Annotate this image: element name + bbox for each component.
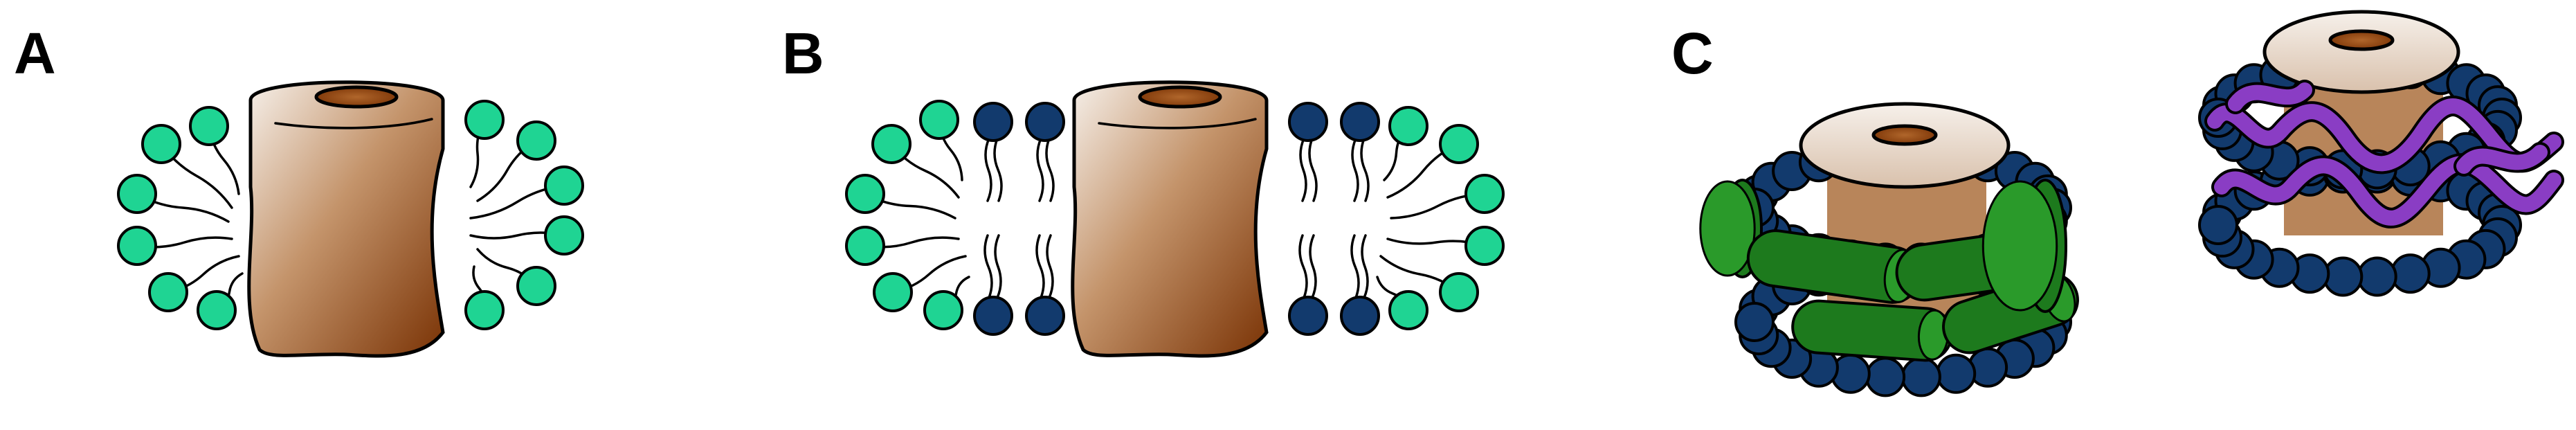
membrane-protein: [247, 80, 445, 358]
helix-end: [1981, 180, 2058, 312]
blue-headgroup: [2390, 253, 2431, 294]
blue-headgroup: [1936, 353, 1977, 394]
blue-headgroup: [1340, 296, 1380, 336]
green-headgroup: [1464, 226, 1505, 266]
panel-label-a: A: [14, 21, 56, 86]
blue-headgroup: [1025, 102, 1065, 142]
green-headgroup: [1439, 124, 1479, 164]
hydrophobic-tail: [1299, 137, 1307, 202]
blue-headgroup: [1734, 302, 1775, 342]
hydrophobic-tail: [1298, 234, 1308, 299]
hydrophobic-tail: [1350, 234, 1360, 299]
polymer-chain: [2228, 82, 2312, 111]
scaffold-helix: [1791, 299, 1953, 362]
scaffold-helix: [1981, 179, 2067, 313]
hydrophobic-tail: [994, 234, 1002, 299]
green-headgroup: [544, 215, 584, 256]
membrane-protein: [1071, 80, 1269, 358]
panel-label-b: B: [782, 21, 824, 86]
blue-headgroup: [1865, 357, 1906, 397]
hydrophobic-tail: [1036, 137, 1044, 202]
green-headgroup: [923, 290, 963, 330]
green-headgroup: [117, 174, 157, 214]
green-headgroup: [189, 106, 229, 146]
blue-headgroup: [973, 296, 1013, 336]
detergent-headgroups: [117, 100, 584, 330]
hydrophobic-tail: [1309, 234, 1317, 299]
polymer-chain: [2214, 156, 2561, 226]
green-headgroup: [871, 124, 911, 164]
green-headgroup: [544, 165, 584, 206]
blue-headgroup: [2357, 256, 2397, 297]
hydrophobic-tail: [983, 234, 993, 299]
green-headgroup: [197, 290, 237, 330]
lipid-headgroups: [845, 100, 1505, 336]
green-headgroup: [873, 272, 913, 312]
blue-headgroup: [1025, 296, 1065, 336]
hydrophobic-tail: [1308, 137, 1318, 202]
polymer-chain: [2456, 145, 2548, 174]
hydrophobic-tail: [993, 137, 1003, 202]
hydrophobic-tail: [984, 137, 992, 202]
green-headgroup: [1439, 272, 1479, 312]
blue-headgroup: [1288, 102, 1328, 142]
helix-end: [1699, 180, 1756, 277]
blue-headgroup: [1288, 296, 1328, 336]
green-headgroup: [148, 272, 188, 312]
hydrophobic-tail: [1035, 234, 1045, 299]
panel-c-nanodisc-msp: [1699, 102, 2079, 397]
green-headgroup: [516, 120, 556, 161]
hydrophobic-tail: [1360, 137, 1370, 202]
green-headgroup: [1388, 290, 1428, 330]
panel-b-bicelle: [845, 80, 1505, 358]
polymer-chain: [2207, 98, 2561, 172]
green-headgroup: [464, 100, 505, 140]
membrane-protein-top: [1799, 102, 2011, 189]
blue-headgroup: [1340, 102, 1380, 142]
panel-a-detergent-micelle: [117, 80, 584, 358]
hydrophobic-tail: [1046, 234, 1054, 299]
blue-headgroup: [2323, 256, 2364, 297]
blue-headgroup: [2198, 205, 2238, 245]
amphipathic-polymer-belt: [2204, 80, 2564, 229]
green-headgroup: [117, 226, 157, 266]
hydrophobic-tail: [1361, 234, 1369, 299]
panel-c-polymer-nanodisc: [2198, 10, 2564, 297]
green-headgroup: [845, 174, 885, 214]
membrane-protein-top: [2262, 10, 2460, 94]
blue-headgroup: [1901, 357, 1941, 397]
hydrophobic-tail: [1351, 137, 1359, 202]
blue-headgroup: [973, 102, 1013, 142]
green-headgroup: [464, 290, 505, 330]
green-headgroup: [1464, 174, 1505, 214]
green-headgroup: [516, 266, 556, 306]
scaffold-protein-belt: [1699, 179, 2079, 362]
green-headgroup: [1388, 106, 1428, 146]
green-headgroup: [845, 226, 885, 266]
panel-label-c: C: [1671, 21, 1714, 86]
green-headgroup: [141, 124, 181, 164]
green-headgroup: [919, 100, 959, 140]
hydrophobic-tail: [1045, 137, 1055, 202]
